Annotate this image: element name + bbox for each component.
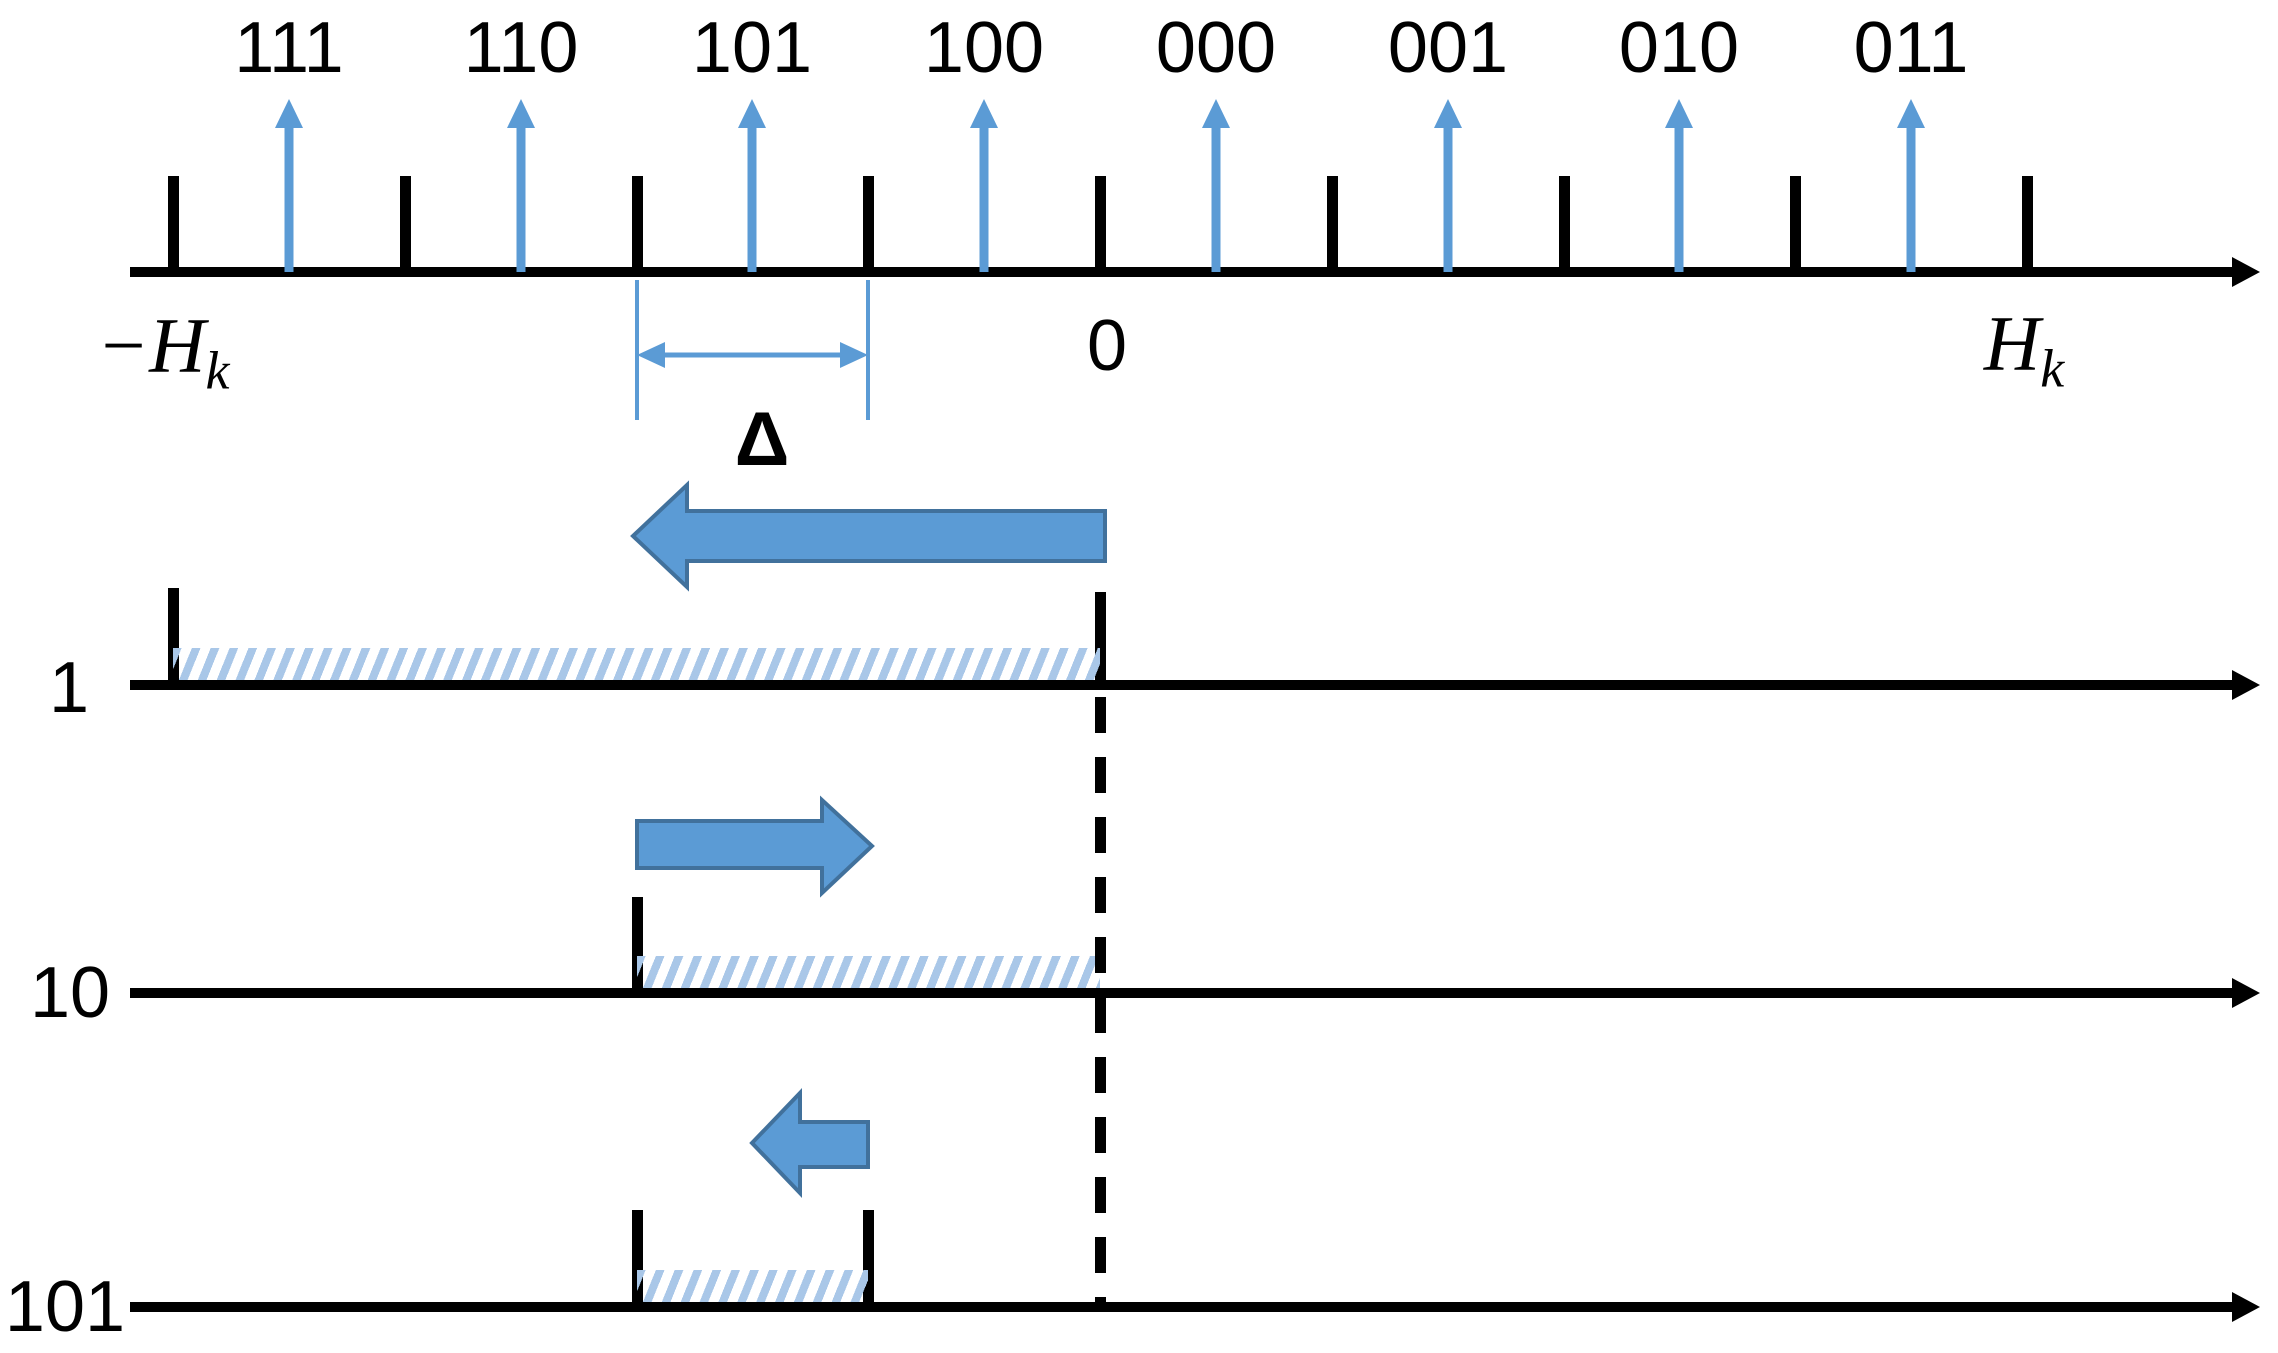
top-axis-tick-7 [1790, 176, 1801, 272]
top-axis-tick-4 [1095, 176, 1106, 272]
hk-text: H [1983, 299, 2041, 387]
top-axis-tick-8 [2022, 176, 2033, 272]
hk-subscript: k [2040, 338, 2065, 399]
code-label-7: 011 [1853, 8, 1969, 88]
zero-label: 0 [1086, 306, 1128, 386]
step3-left-arrow [749, 1088, 870, 1198]
code-label-3: 100 [923, 8, 1045, 88]
top-axis-arrowhead-icon [2232, 257, 2260, 287]
code-up-arrowhead-icon-0 [275, 99, 303, 128]
code-up-arrowhead-icon-7 [1897, 99, 1925, 128]
delta-guide-right [866, 280, 870, 420]
code-label-0: 111 [234, 8, 344, 88]
top-axis-tick-5 [1327, 176, 1338, 272]
row1-line [130, 680, 2238, 690]
step2-right-arrow [635, 795, 875, 898]
neg-hk-label: −Hk [97, 306, 230, 401]
row1-selected-interval-hatch [173, 648, 1100, 680]
row2-left-tick [632, 897, 643, 993]
top-axis-tick-3 [863, 176, 874, 272]
top-axis-tick-0 [168, 176, 179, 272]
row3-left-tick [632, 1210, 643, 1307]
delta-guide-left [635, 280, 639, 420]
code-label-2: 101 [691, 8, 813, 88]
row1-left-tick [168, 588, 179, 685]
delta-label: Δ [734, 397, 790, 482]
code-up-arrowhead-icon-3 [970, 99, 998, 128]
delta-measure-arrowhead-left-icon [637, 342, 665, 368]
row2-line [130, 988, 2238, 998]
row2-label: 10 [29, 953, 111, 1033]
row3-arrowhead-icon [2232, 1292, 2260, 1322]
code-up-arrowhead-icon-6 [1665, 99, 1693, 128]
row3-selected-interval-hatch [637, 1270, 868, 1302]
code-up-arrowhead-icon-4 [1202, 99, 1230, 128]
code-label-1: 110 [463, 8, 579, 88]
top-axis-tick-6 [1559, 176, 1570, 272]
step1-left-arrow [630, 480, 1107, 592]
top-axis-line [130, 267, 2238, 277]
top-axis-tick-1 [400, 176, 411, 272]
neg-hk-subscript: k [205, 340, 230, 401]
code-label-4: 000 [1155, 8, 1277, 88]
row1-arrowhead-icon [2232, 670, 2260, 700]
code-up-arrowhead-icon-1 [507, 99, 535, 128]
row1-label: 1 [48, 648, 90, 728]
decision-boundary-dashed-line [1095, 697, 1106, 1307]
row3-label: 101 [4, 1267, 126, 1347]
row1-zero-tick [1095, 592, 1106, 690]
row3-right-tick [863, 1210, 874, 1307]
code-label-5: 001 [1387, 8, 1509, 88]
code-up-arrowhead-icon-2 [738, 99, 766, 128]
row2-arrowhead-icon [2232, 978, 2260, 1008]
neg-hk-text: −H [96, 301, 206, 389]
code-up-arrowhead-icon-5 [1434, 99, 1462, 128]
row3-line [130, 1302, 2238, 1312]
delta-measure-arrowhead-right-icon [840, 342, 868, 368]
code-label-6: 010 [1618, 8, 1740, 88]
top-axis-tick-2 [632, 176, 643, 272]
hk-label: Hk [1984, 304, 2065, 399]
row2-selected-interval-hatch [637, 956, 1100, 988]
